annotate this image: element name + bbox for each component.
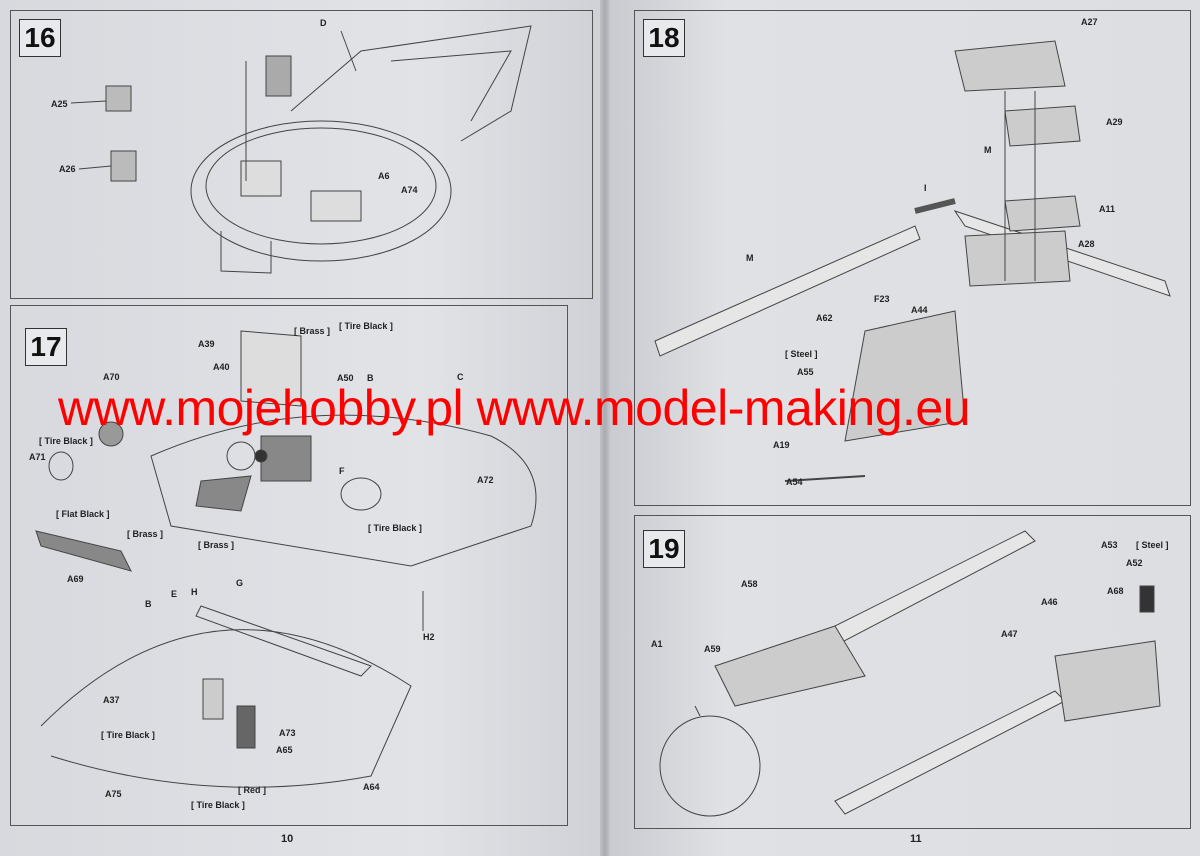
part-label: B	[145, 599, 152, 609]
part-label: A71	[29, 452, 46, 462]
watermark: www.mojehobby.pl www.model-making.eu	[58, 380, 971, 436]
part-label: H2	[423, 632, 435, 642]
paint-label: [ Tire Black ]	[368, 523, 422, 533]
part-label: I	[924, 183, 927, 193]
paint-label: [ Steel ]	[785, 349, 818, 359]
page-number: 10	[281, 833, 294, 845]
part-label: A70	[103, 372, 120, 382]
paint-label: [ Red ]	[238, 785, 266, 795]
step-number: 18	[643, 19, 685, 57]
step-18-panel: 18 A27 A29 M I A11 A28 M F23 A62 A44 A55…	[634, 10, 1191, 506]
part-label: A6	[378, 171, 390, 181]
part-label: A69	[67, 574, 84, 584]
paint-label: [ Flat Black ]	[56, 509, 110, 519]
paint-label: [ Tire Black ]	[191, 800, 245, 810]
step-19-panel: 19 A53 [ Steel ] A52 A58 A46 A68 A47 A1 …	[634, 515, 1191, 829]
part-label: A27	[1081, 17, 1098, 27]
paint-label: [ Tire Black ]	[101, 730, 155, 740]
part-label: M	[984, 145, 992, 155]
paint-label: [ Brass ]	[294, 326, 331, 336]
paint-label: [ Brass ]	[127, 529, 164, 539]
part-label: C	[457, 372, 464, 382]
part-label: B	[367, 373, 374, 383]
part-label: A1	[651, 639, 663, 649]
part-label: G	[236, 578, 244, 588]
part-label: A75	[105, 789, 122, 799]
part-label: A74	[401, 185, 418, 195]
part-label: A40	[213, 362, 230, 372]
part-label: A25	[51, 99, 68, 109]
step-number: 19	[643, 530, 685, 568]
turret-interior-drawing	[70, 25, 532, 274]
part-label: A19	[773, 440, 790, 450]
step-number: 16	[19, 19, 61, 57]
part-label: A11	[1099, 204, 1116, 214]
page-number: 11	[910, 833, 922, 845]
part-label: A26	[59, 164, 76, 174]
part-label: A50	[337, 373, 354, 383]
part-label: H	[191, 587, 198, 597]
part-label: A72	[477, 475, 494, 485]
part-label: E	[171, 589, 178, 599]
paint-label: [ Steel ]	[1136, 540, 1169, 550]
part-label: A52	[1126, 558, 1143, 568]
part-label: F	[339, 466, 345, 476]
part-label: A59	[704, 644, 721, 654]
part-label: A65	[276, 745, 293, 755]
part-label: F23	[874, 294, 890, 304]
hull-interior-drawing	[35, 330, 537, 788]
part-label: A28	[1078, 239, 1095, 249]
part-label: A58	[741, 579, 758, 589]
part-label: A53	[1101, 540, 1118, 550]
step-16-panel: 16 A25 A26 A6 A74 D	[10, 10, 593, 299]
part-label: D	[320, 18, 327, 28]
part-label: A55	[797, 367, 814, 377]
part-label: A54	[786, 477, 803, 487]
part-label: A64	[363, 782, 380, 792]
part-label: A46	[1041, 597, 1058, 607]
part-label: A62	[816, 313, 833, 323]
part-label: A29	[1106, 117, 1123, 127]
gun-assembly-drawing	[654, 40, 1171, 482]
part-label: A37	[103, 695, 120, 705]
part-label: A73	[279, 728, 296, 738]
part-label: M	[746, 253, 754, 263]
paint-label: [ Tire Black ]	[39, 436, 93, 446]
paint-label: [ Brass ]	[198, 540, 235, 550]
part-label: A39	[198, 339, 215, 349]
part-label: A47	[1001, 629, 1018, 639]
step-17-panel: 17 A39 A40 [ Brass ] [ Tire Black ] A50 …	[10, 305, 568, 826]
part-label: A44	[911, 305, 928, 315]
gun-mount-drawing	[659, 530, 1161, 817]
part-label: A68	[1107, 586, 1124, 596]
step-number: 17	[25, 328, 67, 366]
booklet-gutter	[600, 0, 610, 856]
paint-label: [ Tire Black ]	[339, 321, 393, 331]
